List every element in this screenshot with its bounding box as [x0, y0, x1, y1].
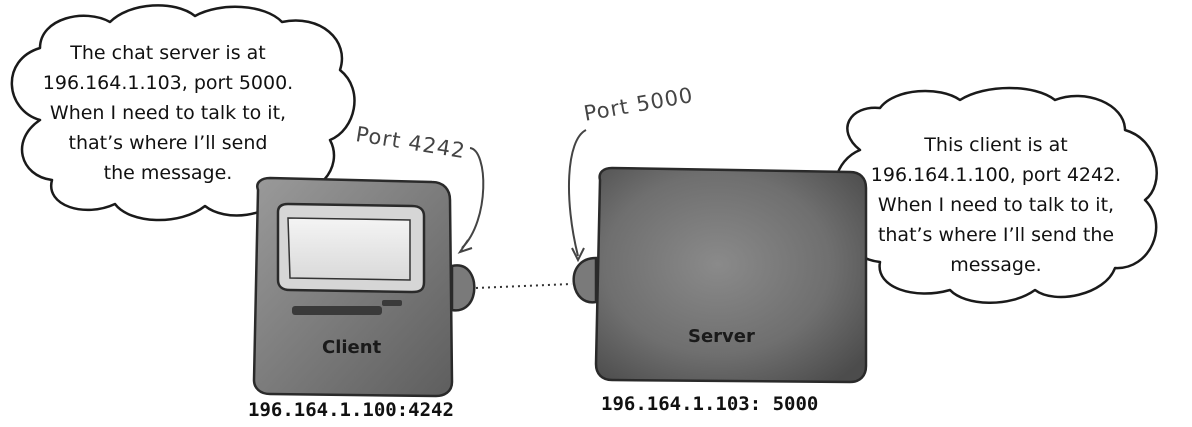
server-port-arrowhead — [571, 247, 585, 263]
bubble-line: message. — [950, 254, 1042, 276]
bubble-line: The chat server is at — [70, 42, 266, 64]
bubble-line: 196.164.1.103, port 5000. — [42, 72, 294, 94]
server-port-arrow — [567, 129, 587, 257]
client-label: Client — [322, 337, 382, 358]
server-computer — [572, 166, 868, 384]
bubble-line: that’s where I’ll send the — [877, 224, 1115, 246]
bubble-line: 196.164.1.100, port 4242. — [870, 164, 1122, 186]
bubble-line: When I need to talk to it, — [877, 194, 1115, 216]
bubble-line: This client is at — [924, 134, 1068, 156]
server-port-5000 — [572, 256, 598, 304]
bubble-line: that’s where I’ll send — [68, 132, 268, 154]
bubble-line: When I need to talk to it, — [49, 102, 287, 124]
client-computer — [252, 176, 454, 398]
client-port-arrowhead — [457, 239, 473, 254]
client-thought-text: The chat server is at 196.164.1.103, por… — [18, 38, 318, 188]
connection-line — [475, 283, 573, 289]
client-port-4242 — [450, 264, 476, 312]
server-thought-text: This client is at 196.164.1.100, port 42… — [846, 130, 1146, 280]
client-port-arrow — [461, 147, 485, 249]
server-label: Server — [688, 326, 755, 347]
server-address: 196.164.1.103: 5000 — [601, 393, 819, 415]
client-address: 196.164.1.100:4242 — [248, 399, 454, 421]
bubble-line: the message. — [103, 162, 233, 184]
